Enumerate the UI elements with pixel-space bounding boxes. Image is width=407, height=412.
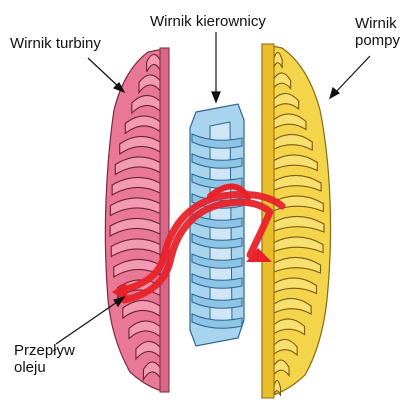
label-pump-line2: pompy [355,32,400,49]
flow-leader-line [56,300,120,344]
label-pump-wheel: Wirnik pompy [355,15,400,49]
label-oil-flow: Przepływ oleju [14,342,75,376]
turbine-leader-line [88,58,120,88]
stator-leader-arrowhead [212,92,220,102]
label-turbine-wheel: Wirnik turbiny [10,35,101,52]
stator-wheel [190,104,244,346]
label-flow-line2: oleju [14,359,75,376]
turbine-wheel [105,48,169,392]
label-pump-line1: Wirnik [355,15,400,32]
pump-leader-line [334,56,370,94]
label-flow-line1: Przepływ [14,342,75,359]
label-stator-wheel: Wirnik kierownicy [150,13,266,30]
pump-wheel [262,44,331,398]
